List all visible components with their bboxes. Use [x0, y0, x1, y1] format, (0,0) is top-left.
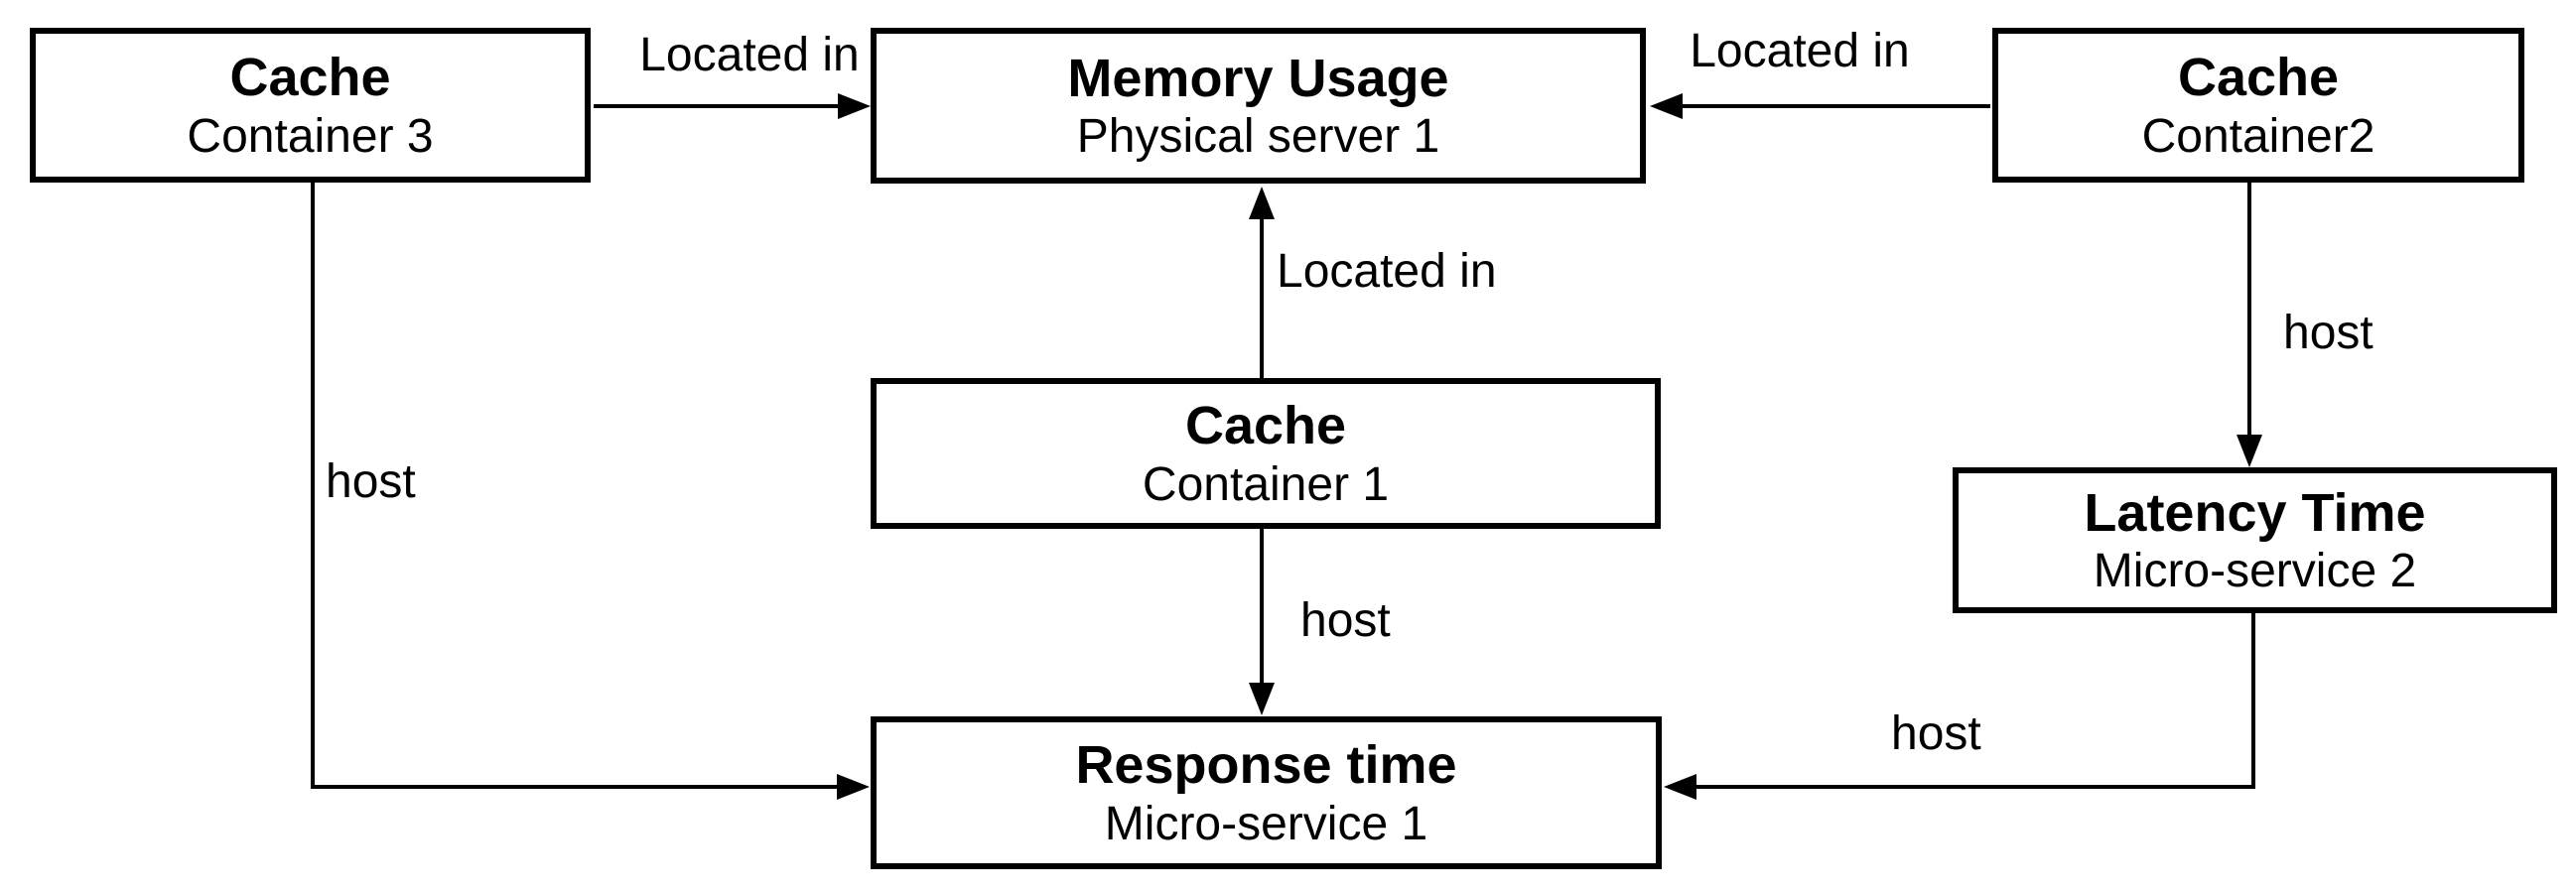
node-title: Response time	[1075, 735, 1457, 796]
edge-label-host: host	[326, 455, 416, 508]
node-subtitle: Container 3	[187, 109, 434, 163]
edge-label-host: host	[2283, 307, 2373, 359]
node-subtitle: Container 1	[1142, 457, 1390, 511]
edge-label-host: host	[1891, 707, 1981, 760]
node-response-time: Response time Micro-service 1	[871, 716, 1662, 869]
edge-cache2-to-memory-arrow	[1650, 93, 1990, 119]
edge-label-located-in: Located in	[1277, 245, 1497, 298]
node-title: Latency Time	[2084, 482, 2426, 543]
edge-cache3-to-response-arrow	[311, 183, 870, 800]
node-memory-usage: Memory Usage Physical server 1	[871, 28, 1646, 184]
node-subtitle: Physical server 1	[1076, 110, 1440, 164]
edge-cache3-to-memory-arrow	[594, 93, 871, 119]
node-title: Cache	[229, 48, 391, 108]
edge-cache1-to-memory-arrow	[1249, 187, 1275, 378]
edge-cache1-to-response-arrow	[1249, 529, 1275, 715]
edge-label-host: host	[1300, 594, 1391, 647]
node-subtitle: Container2	[2141, 109, 2375, 163]
node-cache-container2: Cache Container2	[1992, 28, 2524, 183]
node-subtitle: Micro-service 2	[2093, 545, 2417, 598]
edge-cache2-to-latency-arrow	[2237, 183, 2262, 467]
edge-label-located-in: Located in	[1690, 25, 1910, 77]
node-cache-container3: Cache Container 3	[30, 28, 591, 183]
edge-latency-to-response-arrow	[1664, 613, 2255, 800]
node-title: Cache	[1184, 396, 1347, 456]
node-title: Cache	[2177, 48, 2340, 108]
node-cache-container1: Cache Container 1	[871, 378, 1661, 529]
edge-label-located-in: Located in	[639, 29, 860, 81]
node-title: Memory Usage	[1067, 48, 1449, 108]
node-latency-time: Latency Time Micro-service 2	[1953, 467, 2557, 613]
node-subtitle: Micro-service 1	[1104, 797, 1428, 850]
